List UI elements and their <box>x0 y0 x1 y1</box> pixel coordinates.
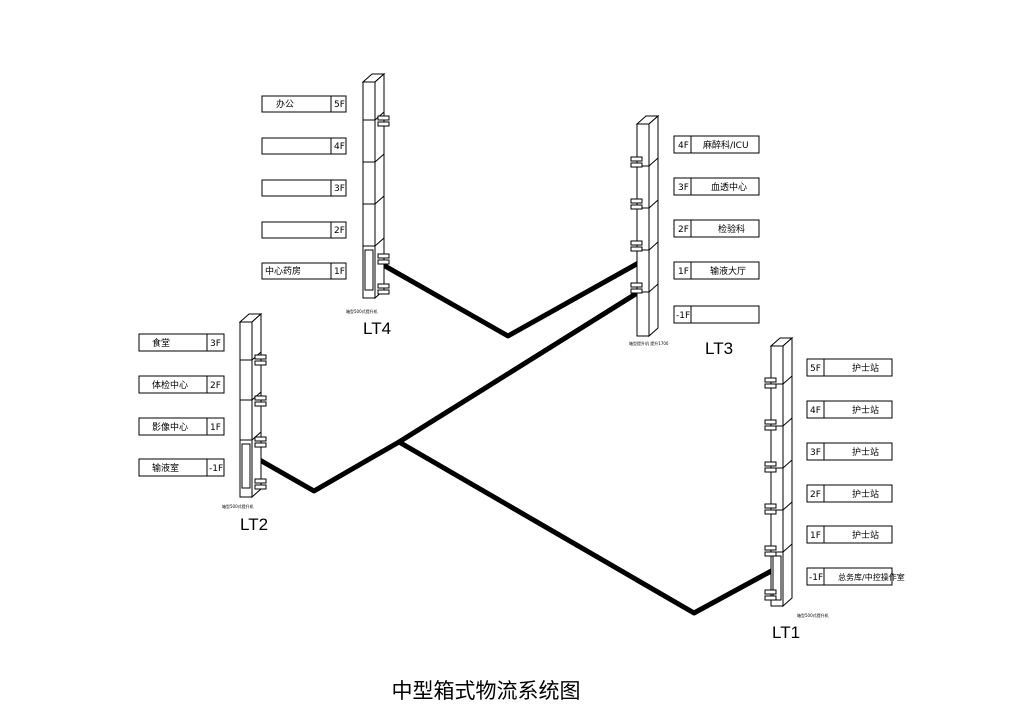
lift-note: 箱型500式提升机 <box>797 612 829 618</box>
floor-label: 2F <box>810 490 821 500</box>
lift-lt4: 办公 5F 4F 3F 2F 中心药房 1F 箱型500式提升机 L <box>261 72 391 338</box>
diagram-title: 中型箱式物流系统图 <box>392 679 581 703</box>
dept-label: 食堂 <box>152 337 170 349</box>
lift-lt1: 5F 护士站 4F 护士站 3F 护士站 2F 护士站 1F 护士站 <box>764 336 905 642</box>
dept-label: 输液室 <box>152 462 179 474</box>
floor-box: 4F 麻醉科/ICU <box>673 135 760 154</box>
floor-box: -1F 总务库/中控操作室 <box>806 567 905 586</box>
lift-brackets <box>377 115 390 295</box>
dept-label: 总务库/中控操作室 <box>838 572 905 582</box>
floor-label: 4F <box>334 142 345 152</box>
floor-label: 2F <box>334 226 345 236</box>
dept-label: 护士站 <box>852 362 879 374</box>
floor-label: 3F <box>334 184 345 194</box>
floor-label: 3F <box>810 448 821 458</box>
floor-box: 办公 5F <box>261 95 347 113</box>
floor-label: 5F <box>810 364 821 374</box>
lift-note: 箱型500式提升机 <box>222 503 254 509</box>
track-main <box>255 287 645 494</box>
floor-box: 4F 护士站 <box>806 400 893 419</box>
lift-name: LT1 <box>772 623 800 642</box>
lift-brackets <box>254 354 267 490</box>
dept-label: 检验科 <box>718 223 745 235</box>
floor-label: 4F <box>810 406 821 416</box>
lift-note: 箱型500式提升机 <box>346 308 378 314</box>
dept-label: 护士站 <box>852 529 879 541</box>
floor-box: 1F 输液大厅 <box>673 261 760 280</box>
dept-label: 护士站 <box>852 446 879 458</box>
lift-brackets <box>630 156 643 294</box>
floor-box: 输液室 -1F <box>138 458 225 477</box>
floor-label: 2F <box>210 381 221 391</box>
floor-label: -1F <box>676 311 690 321</box>
dept-label: 血透中心 <box>711 181 747 193</box>
lift-lt2: 食堂 3F 体检中心 2F 影像中心 1F 输液室 -1F 箱型500式提升机 … <box>138 312 268 534</box>
floor-box: 食堂 3F <box>138 333 225 352</box>
floor-box: 4F <box>261 137 347 155</box>
floor-box: 2F <box>261 221 347 239</box>
floor-box: 3F 血透中心 <box>673 177 760 196</box>
lift-shaft <box>635 114 660 338</box>
lift-note: 箱型提升机 提升1700 <box>629 340 669 346</box>
dept-label: 影像中心 <box>152 421 188 433</box>
floor-label: 3F <box>210 339 221 349</box>
floor-box: 2F 检验科 <box>673 219 760 238</box>
dept-label: 体检中心 <box>152 379 188 391</box>
dept-label: 输液大厅 <box>710 265 746 277</box>
conveyor-track <box>255 258 778 616</box>
dept-label: 中心药房 <box>265 265 301 277</box>
floor-label: 1F <box>334 267 345 277</box>
floor-label: -1F <box>809 573 823 583</box>
floor-box: 1F 护士站 <box>806 525 893 544</box>
lift-name: LT3 <box>705 339 733 358</box>
floor-label: 4F <box>678 141 689 151</box>
floor-label: 1F <box>678 267 689 277</box>
floor-box: 3F 护士站 <box>806 442 893 461</box>
floor-label: 1F <box>210 423 221 433</box>
floor-box: 体检中心 2F <box>138 375 225 394</box>
floor-box: 中心药房 1F <box>261 262 347 280</box>
lift-brackets <box>764 377 777 601</box>
floor-box: 2F 护士站 <box>806 484 893 503</box>
floor-label: 1F <box>810 531 821 541</box>
lift-name: LT2 <box>240 515 268 534</box>
floor-label: 5F <box>334 100 345 110</box>
track-lt4-lt3 <box>375 258 645 339</box>
lift-name: LT4 <box>363 319 391 338</box>
lift-shaft <box>361 72 386 300</box>
lift-lt3: 4F 麻醉科/ICU 3F 血透中心 2F 检验科 1F 输液大厅 -1F 箱型 <box>629 114 760 358</box>
floor-label: 2F <box>678 225 689 235</box>
track-branch-lt1 <box>396 439 778 616</box>
floor-box: -1F <box>673 305 760 324</box>
floor-box: 3F <box>261 179 347 197</box>
floor-label: 3F <box>678 183 689 193</box>
dept-label: 护士站 <box>852 488 879 500</box>
floor-box: 影像中心 1F <box>138 417 225 436</box>
dept-label: 办公 <box>276 98 294 110</box>
dept-label: 护士站 <box>852 404 879 416</box>
floor-box: 5F 护士站 <box>806 358 893 377</box>
floor-label: -1F <box>209 464 223 474</box>
dept-label: 麻醉科/ICU <box>703 139 749 151</box>
